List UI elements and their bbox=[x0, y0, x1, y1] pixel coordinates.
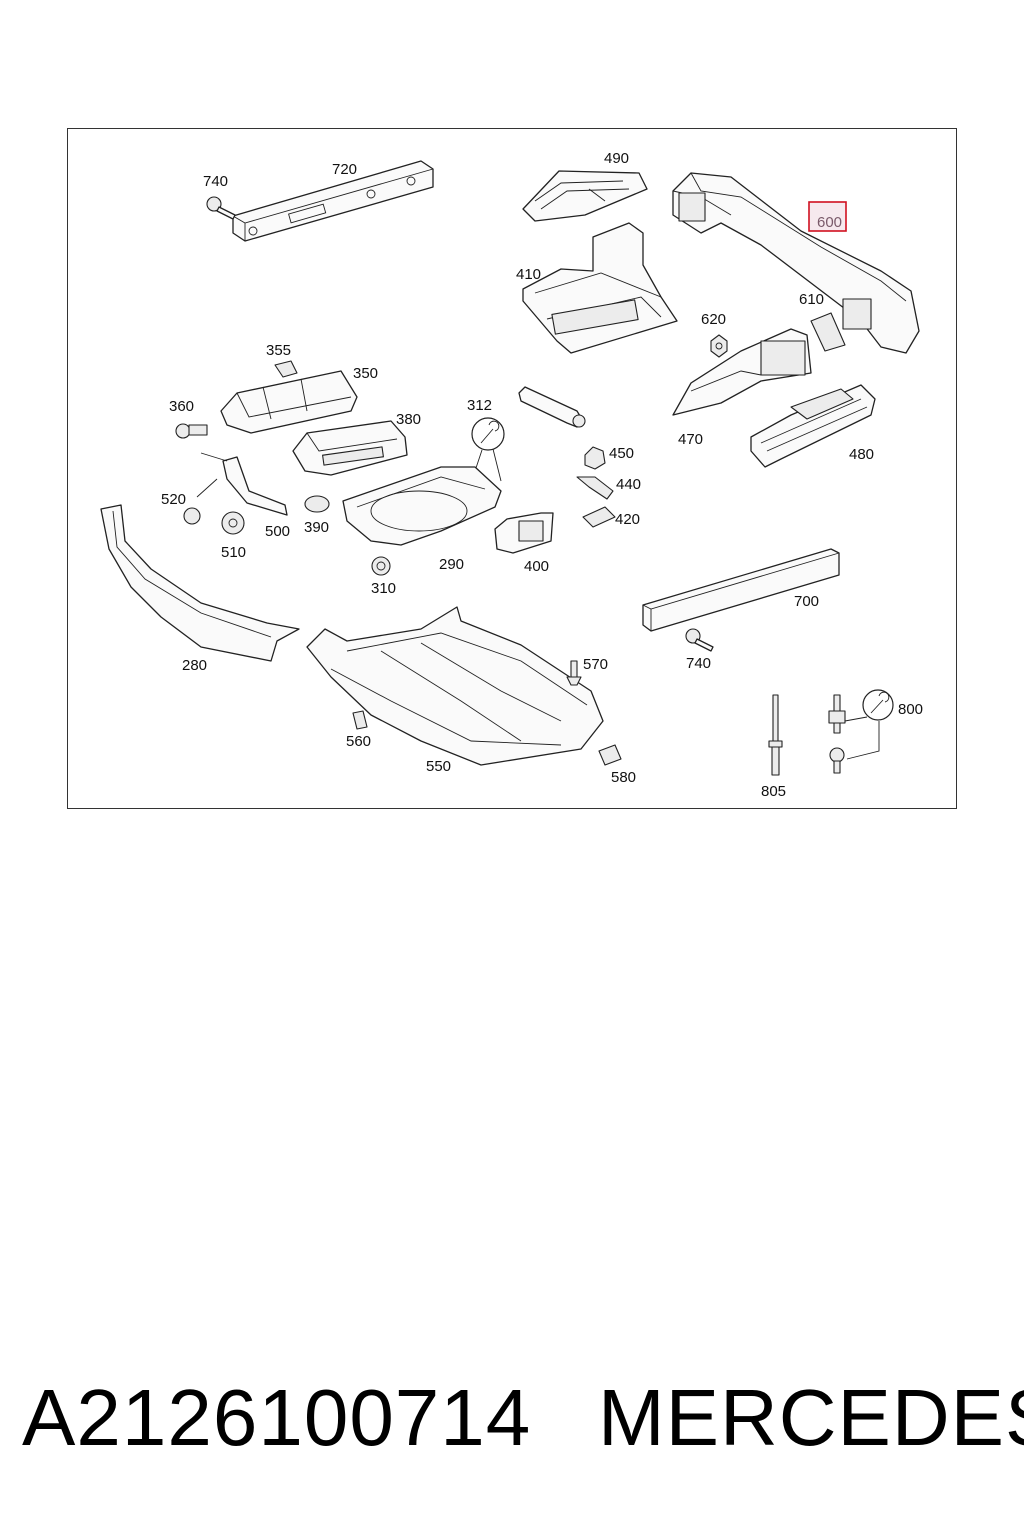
part-600-rail[interactable] bbox=[672, 172, 920, 354]
part-620-nut[interactable] bbox=[710, 334, 728, 358]
part-500-bracket[interactable] bbox=[196, 452, 288, 516]
part-420-pad[interactable] bbox=[582, 506, 616, 528]
exploded-parts-diagram: 740 720 490 600 410 610 620 355 350 360 … bbox=[100, 150, 923, 800]
part-280-panel[interactable] bbox=[100, 504, 300, 662]
label-740-top: 740 bbox=[203, 173, 228, 190]
label-490: 490 bbox=[604, 150, 629, 167]
label-280: 280 bbox=[182, 657, 207, 674]
label-740-bottom: 740 bbox=[686, 655, 711, 672]
part-800-bolts[interactable] bbox=[828, 694, 846, 774]
part-570-screw[interactable] bbox=[566, 660, 582, 686]
label-700: 700 bbox=[794, 593, 819, 610]
part-480-panel[interactable] bbox=[750, 384, 876, 468]
label-600[interactable]: 600 bbox=[817, 214, 842, 231]
brand-name: MERCEDES bbox=[598, 1373, 1024, 1462]
part-450-nut[interactable] bbox=[584, 446, 606, 470]
part-700-beam[interactable] bbox=[642, 548, 840, 632]
label-410: 410 bbox=[516, 266, 541, 283]
label-290: 290 bbox=[439, 556, 464, 573]
label-520: 520 bbox=[161, 491, 186, 508]
part-312-tube[interactable] bbox=[518, 386, 586, 428]
label-440: 440 bbox=[616, 476, 641, 493]
label-720: 720 bbox=[332, 161, 357, 178]
part-740-screw-top[interactable] bbox=[206, 196, 236, 220]
label-360: 360 bbox=[169, 398, 194, 415]
part-310-grommet[interactable] bbox=[371, 556, 391, 576]
label-620: 620 bbox=[701, 311, 726, 328]
part-610-plate[interactable] bbox=[810, 312, 846, 352]
label-380: 380 bbox=[396, 411, 421, 428]
label-350: 350 bbox=[353, 365, 378, 382]
label-450: 450 bbox=[609, 445, 634, 462]
part-560-clip[interactable] bbox=[352, 710, 368, 730]
label-610: 610 bbox=[799, 291, 824, 308]
label-550: 550 bbox=[426, 758, 451, 775]
part-720-beam[interactable] bbox=[232, 160, 434, 242]
label-312: 312 bbox=[467, 397, 492, 414]
part-520-plug[interactable] bbox=[183, 507, 201, 525]
part-550-underbody[interactable] bbox=[306, 606, 604, 766]
part-400-bracket[interactable] bbox=[494, 512, 554, 554]
label-580: 580 bbox=[611, 769, 636, 786]
label-400: 400 bbox=[524, 558, 549, 575]
part-580-clip[interactable] bbox=[598, 744, 622, 766]
part-350-tray[interactable] bbox=[220, 370, 358, 434]
part-805-bolt[interactable] bbox=[768, 694, 783, 776]
part-490[interactable] bbox=[522, 170, 648, 222]
part-510-grommet[interactable] bbox=[221, 511, 245, 535]
part-355-clip[interactable] bbox=[274, 360, 298, 378]
part-740-screw-bottom[interactable] bbox=[685, 628, 714, 652]
footer: A2126100714 MERCEDES bbox=[0, 1368, 1024, 1478]
label-470: 470 bbox=[678, 431, 703, 448]
wrench-icon-800 bbox=[844, 689, 894, 760]
wrench-icon-312 bbox=[470, 417, 505, 484]
label-500: 500 bbox=[265, 523, 290, 540]
label-480: 480 bbox=[849, 446, 874, 463]
part-470-bracket[interactable] bbox=[672, 328, 812, 416]
label-355: 355 bbox=[266, 342, 291, 359]
label-510: 510 bbox=[221, 544, 246, 561]
part-380-cover[interactable] bbox=[292, 420, 408, 476]
part-number: A2126100714 bbox=[22, 1373, 532, 1462]
part-290-spare-well[interactable] bbox=[342, 466, 502, 546]
label-800: 800 bbox=[898, 701, 923, 718]
label-420: 420 bbox=[615, 511, 640, 528]
part-440-clip[interactable] bbox=[576, 476, 614, 500]
parts-diagram-frame: 740 720 490 600 410 610 620 355 350 360 … bbox=[67, 128, 957, 809]
label-570: 570 bbox=[583, 656, 608, 673]
part-410-tray[interactable] bbox=[522, 222, 678, 354]
label-805: 805 bbox=[761, 783, 786, 800]
label-390: 390 bbox=[304, 519, 329, 536]
label-310: 310 bbox=[371, 580, 396, 597]
label-560: 560 bbox=[346, 733, 371, 750]
part-360-fastener[interactable] bbox=[175, 423, 208, 439]
highlight-box-600 bbox=[808, 201, 847, 232]
part-390-bumper[interactable] bbox=[304, 495, 330, 513]
